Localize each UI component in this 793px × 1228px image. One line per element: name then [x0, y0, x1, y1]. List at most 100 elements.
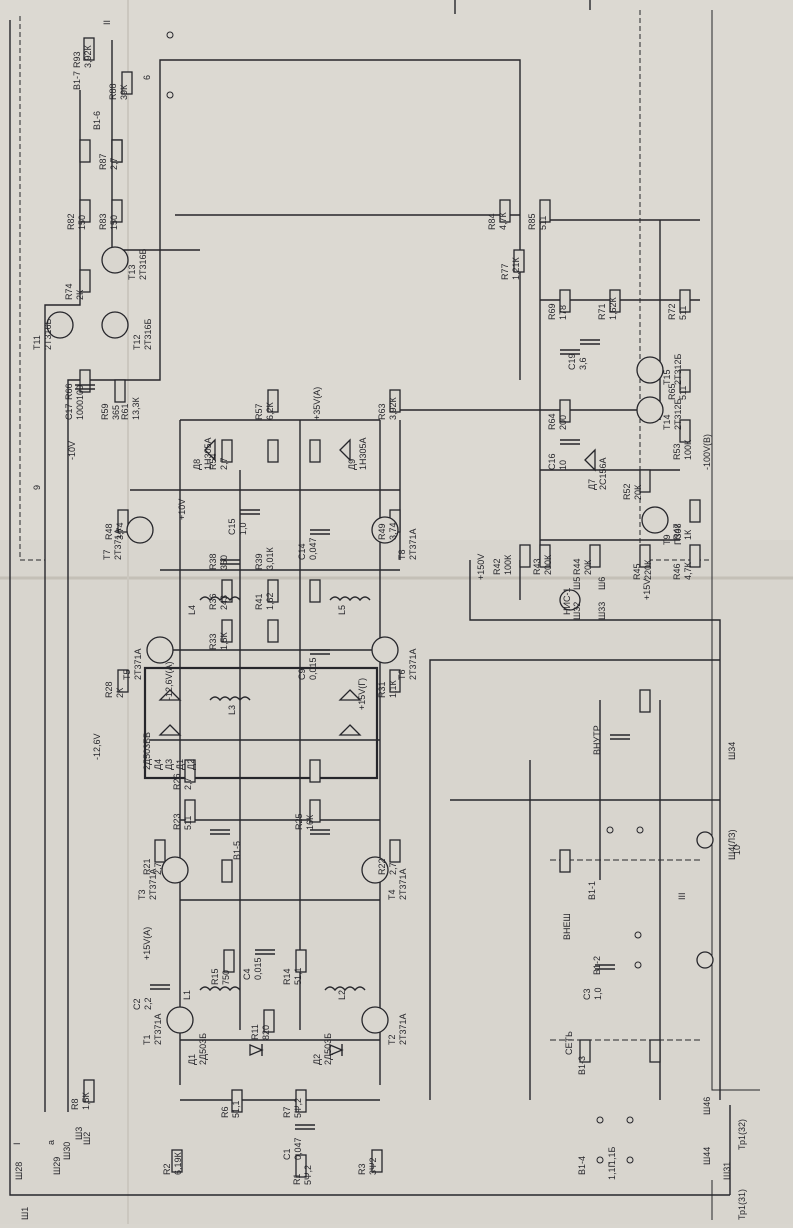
components-r44-0-label: R44 [572, 558, 582, 575]
components-r1-0-label: R1 [292, 1173, 302, 1185]
components-r48-1-label: 3,74 [115, 522, 125, 540]
components-c9-1-label: 0,015 [308, 657, 318, 680]
components-r82-1-label: 150 [77, 215, 87, 230]
components-t5-1-label: 2Т371А [133, 648, 143, 680]
sheet_marks-panel_II-label: II [102, 20, 112, 25]
components-r15-1-label: 750 [221, 970, 231, 985]
components-c9-0-label: C9 [297, 668, 307, 680]
components-t8-1-label: 2Т371А [408, 528, 418, 560]
supply-m100-label: -100V(B) [702, 434, 712, 470]
components-b1_4-label: B1-4 [577, 1156, 587, 1175]
components-sw_vnesh-label: ВНЕШ [562, 913, 572, 940]
components-t4-0-label: T4 [387, 889, 397, 900]
components-t11-0-label: T11 [32, 335, 42, 350]
components-t15-0-label: T15 [662, 369, 672, 385]
components-r46-1-label: 4,7К [683, 561, 693, 580]
components-r23-1-label: 511 [183, 816, 193, 830]
components-r49-1-label: 3,74 [388, 522, 398, 540]
components-l4-label: L4 [187, 605, 197, 615]
components-t7-1-label: 2Т371А [113, 528, 123, 560]
components-b1_3-label: B1-3 [577, 1056, 587, 1075]
components-d9-1-label: 1Н305А [358, 437, 368, 470]
components-r31-1-label: 1,1К [388, 679, 398, 698]
sheet_marks-sub_9-label: 9 [32, 485, 42, 490]
components-d7-0-label: Д7 [587, 479, 597, 490]
components-r38-1-label: 360 [219, 555, 229, 570]
connectors-sh1-label: Ш1 [20, 1207, 30, 1220]
inductors [199, 596, 371, 992]
diodes [158, 438, 596, 1056]
components-c4-1-label: 0,015 [253, 957, 263, 980]
components-r47-1-label: 1К [683, 529, 693, 540]
components-t8-0-label: T8 [397, 549, 407, 560]
components-r42-1-label: 100К [503, 554, 513, 575]
components-r54-0-label: R54 [208, 453, 218, 470]
components-r7-1-label: 5Ψ,2 [293, 1098, 303, 1118]
components-c3-0-label: C3 [582, 988, 592, 1000]
components-r11-0-label: R11 [250, 1024, 260, 1040]
components-r71-0-label: R71 [597, 303, 607, 320]
components-r69-0-label: R69 [547, 303, 557, 320]
components-t4-1-label: 2Т371А [398, 868, 408, 900]
components-r21-1-label: 2,7 [153, 862, 163, 875]
components-r11-1-label: 820 [261, 1025, 271, 1040]
supply-m10-label: -10V [67, 441, 77, 460]
components-dbox-3-label: Д1 [175, 759, 185, 770]
components-r6-0-label: R6 [220, 1106, 230, 1118]
components-d2-0-label: Д2 [312, 1054, 322, 1065]
sheet_marks-top_right-label: 6 [142, 75, 152, 80]
components-t5-0-label: T5 [122, 669, 132, 680]
components-r14-1-label: 51,1 [293, 967, 303, 985]
components-r26-0-label: R26 [172, 773, 182, 790]
components-r25-0-label: R25 [294, 813, 304, 830]
components-r93-0-label: R93 [72, 51, 82, 68]
components-r21-0-label: R21 [142, 858, 152, 875]
connectors-range2-label: 1,1Б [607, 1146, 617, 1165]
components-r1-1-label: 5Ψ,2 [303, 1165, 313, 1185]
components-r3-1-label: 3Ψ2 [368, 1157, 378, 1175]
connectors-sh46-label: Ш46 [702, 1097, 712, 1115]
connectors-range1-label: 1,1Г [607, 1162, 617, 1180]
components-b1_7-label: B1-7 [72, 71, 82, 90]
components-c17-1-label: 1000 [75, 400, 85, 420]
components-c14-1-label: 0,047 [308, 537, 318, 560]
components-r77-0-label: R77 [500, 263, 510, 280]
components-t9-0-label: T9 [662, 534, 672, 545]
components-r54-1-label: 2,7 [219, 457, 229, 470]
components-r45-0-label: R45 [632, 563, 642, 580]
components-r52-0-label: R52 [622, 483, 632, 500]
components-c3-1-label: 1,0 [593, 987, 603, 1000]
components-t13-1-label: 2Т316Б [138, 248, 148, 280]
components-r41-0-label: R41 [254, 593, 264, 610]
components-r88-0-label: R88 [108, 83, 118, 100]
components-t12-0-label: T12 [132, 334, 142, 350]
components-r83-0-label: R83 [98, 213, 108, 230]
components-c14-0-label: C14 [297, 543, 307, 560]
connectors-sh33-label: Ш33 [597, 602, 607, 620]
supply-p15-label: +15V [642, 579, 652, 600]
components-b1_6-label: B1-6 [92, 111, 102, 130]
components-r87-0-label: R87 [98, 153, 108, 170]
components-r61-0-label: R61 [120, 403, 130, 420]
components-d1-1-label: 2Д503Б [198, 1033, 208, 1065]
components-t2-1-label: 2Т371А [398, 1013, 408, 1045]
components-r82-0-label: R82 [66, 213, 76, 230]
components-d9-0-label: Д9 [347, 459, 357, 470]
components-sw_vnutr-label: ВНУТР [592, 725, 602, 755]
components-c4-0-label: C4 [242, 968, 252, 980]
components-r52-1-label: 20К [633, 484, 643, 500]
components-r65-1-label: 511 [678, 386, 688, 400]
components-c17-0-label: C17 [64, 403, 74, 420]
components-c19-0-label: C19 [567, 353, 577, 370]
components-dbox-0-label: 2Д503БВ [142, 732, 152, 770]
connectors-n2-label: НИС-1 [562, 588, 572, 615]
connectors-sh44-label: Ш44 [702, 1147, 712, 1165]
components-r59-0-label: R59 [100, 403, 110, 420]
components-r65-0-label: R65 [667, 383, 677, 400]
components-r71-1-label: 1,62К [608, 296, 618, 320]
components-t13-0-label: T13 [127, 264, 137, 280]
wiring [44, 40, 721, 1112]
connectors-sh34-label: Ш34 [727, 742, 737, 760]
